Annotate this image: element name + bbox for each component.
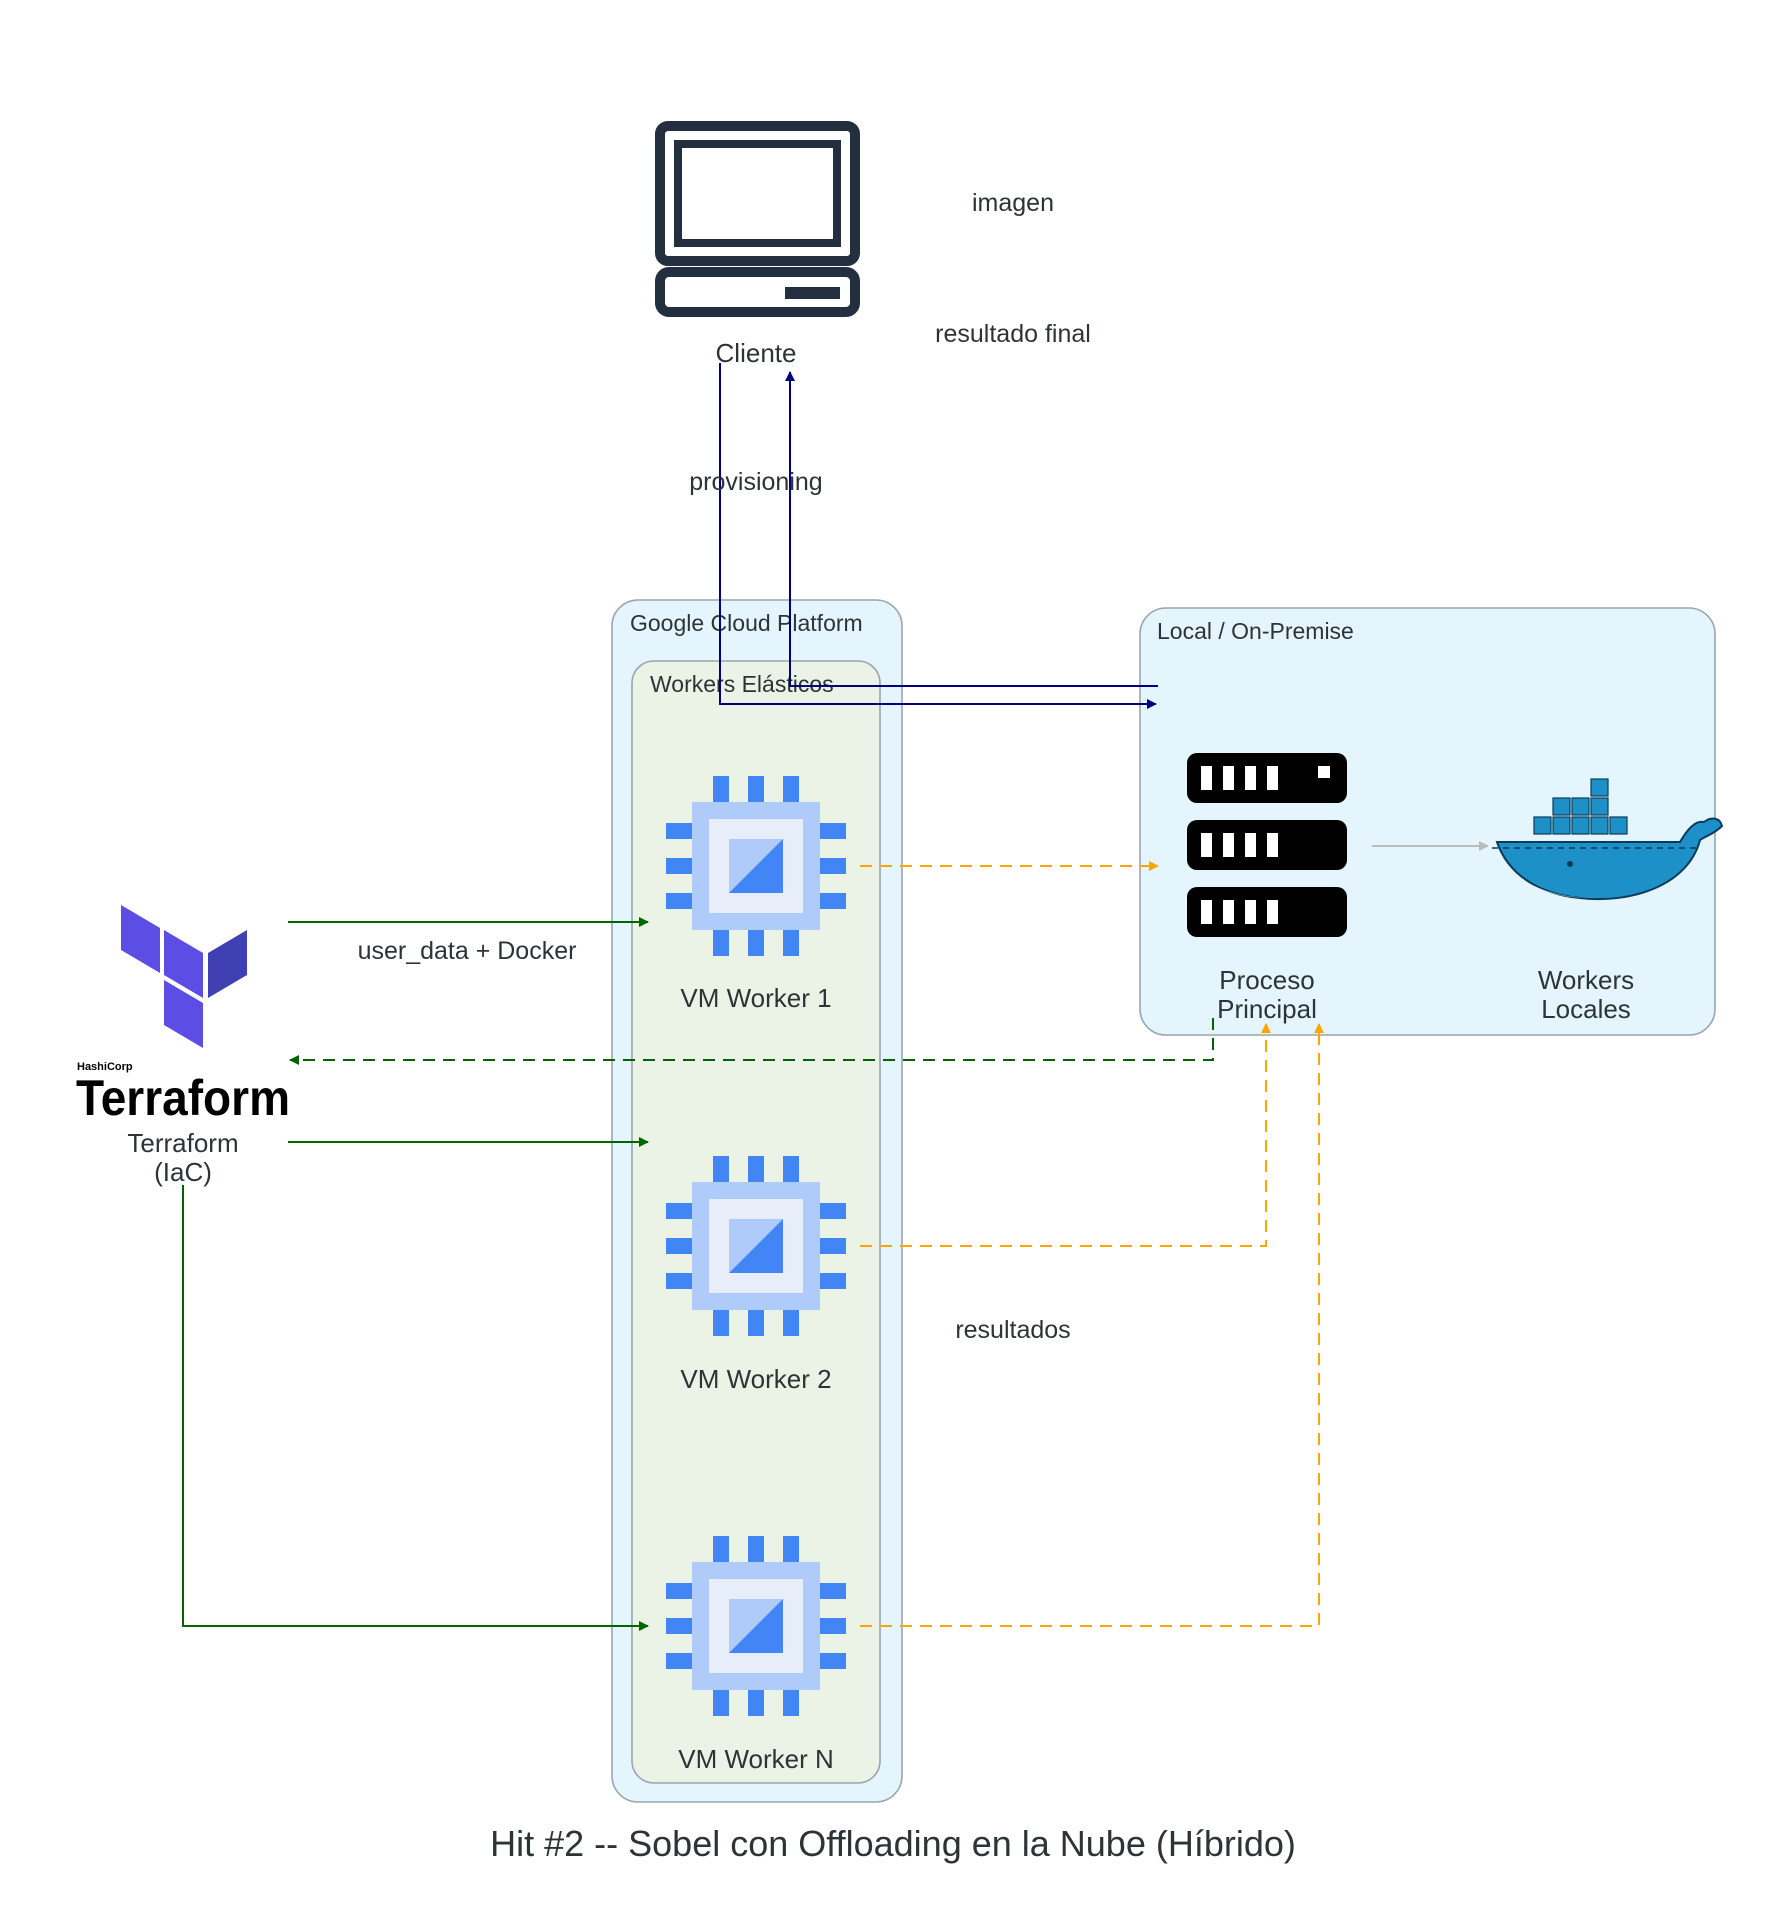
cluster-label-gcp: Google Cloud Platform: [630, 610, 863, 636]
server-rack-icon: [1187, 753, 1347, 937]
edge-resultados-vm2: [860, 1023, 1271, 1247]
node-label-terraform-line2: (IaC): [154, 1157, 212, 1187]
terraform-logo-big-text: Terraform: [76, 1070, 290, 1126]
node-label-terraform-line1: Terraform: [127, 1128, 238, 1158]
node-label-proceso-line2: Principal: [1217, 994, 1317, 1024]
node-label-cliente: Cliente: [716, 338, 797, 368]
terraform-logo-icon: HashiCorp Terraform: [76, 905, 290, 1126]
cluster-label-workers: Workers Elásticos: [650, 671, 834, 697]
node-vm-worker-1: VM Worker 1: [666, 776, 846, 1013]
diagram-title: Hit #2 -- Sobel con Offloading en la Nub…: [490, 1823, 1296, 1864]
edge-imagen: [719, 363, 1157, 709]
node-vm-worker-2: VM Worker 2: [666, 1156, 846, 1394]
compute-engine-chip-icon: [666, 776, 846, 956]
node-workers-locales: Workers Locales: [1492, 778, 1724, 1024]
docker-whale-icon: [1492, 778, 1724, 901]
node-label-vm1: VM Worker 1: [680, 983, 831, 1013]
node-label-workers-line1: Workers: [1538, 965, 1634, 995]
node-cliente: Cliente: [655, 121, 860, 368]
node-vm-worker-n: VM Worker N: [666, 1536, 846, 1774]
node-label-vm2: VM Worker 2: [680, 1364, 831, 1394]
terraform-logo-small-text: HashiCorp: [77, 1061, 133, 1073]
edge-label-resultado-final: resultado final: [935, 320, 1091, 348]
edge-proceso-to-terraform: [289, 1018, 1214, 1065]
node-label-vmn: VM Worker N: [678, 1744, 834, 1774]
compute-engine-chip-icon: [666, 1156, 846, 1336]
node-proceso-principal: Proceso Principal: [1187, 753, 1347, 1024]
edge-resultado-final: [785, 371, 1158, 687]
compute-engine-chip-icon: [666, 1536, 846, 1716]
edge-label-user-data: user_data + Docker: [358, 937, 577, 965]
desktop-computer-icon: [655, 121, 860, 317]
edge-label-imagen: imagen: [972, 189, 1054, 217]
edge-provisioning-vmn: [182, 1185, 649, 1631]
node-terraform: HashiCorp Terraform Terraform (IaC): [76, 905, 290, 1187]
edge-resultados-vmn: [860, 1023, 1324, 1627]
edge-label-resultados: resultados: [955, 1316, 1070, 1344]
node-label-proceso-line1: Proceso: [1219, 965, 1314, 995]
edge-label-provisioning: provisioning: [689, 468, 822, 496]
cluster-label-local: Local / On-Premise: [1157, 618, 1354, 644]
node-label-workers-line2: Locales: [1541, 994, 1631, 1024]
